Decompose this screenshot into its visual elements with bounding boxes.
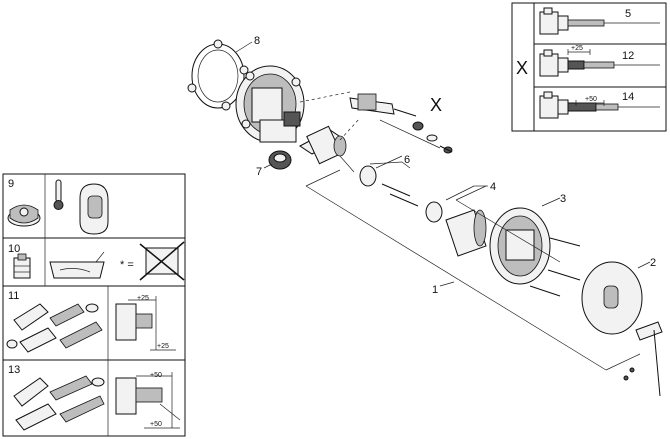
handle-cover-part (79, 183, 109, 235)
callout-1: 1 (432, 284, 438, 296)
part-x-spindle (349, 93, 453, 154)
variant-number-12: 12 (622, 50, 634, 62)
x-variants-label: X (516, 58, 528, 78)
cartridge-extension-14 (539, 91, 660, 119)
thermometer-icon (53, 179, 64, 210)
mixer-body (235, 65, 305, 143)
spare-parts-panel: 9 10 * = (2, 173, 186, 437)
dim-13-bottom: +50 (150, 421, 162, 428)
dim-11-bottom: +25 (157, 343, 169, 350)
callout-4: 4 (490, 181, 496, 193)
cartridge-small-part (13, 253, 31, 279)
bathtub-icon (49, 251, 105, 279)
part-7-nut (268, 150, 292, 170)
callout-7: 7 (256, 166, 262, 178)
spare-number-10: 10 (8, 243, 20, 255)
spare-number-9: 9 (8, 178, 14, 190)
callout-3: 3 (560, 193, 566, 205)
part-6-clip-screws (359, 165, 419, 207)
dim-13-top: +50 (150, 372, 162, 379)
cartridge-extension-5 (539, 7, 660, 35)
note-marker: * = (120, 259, 134, 271)
spare-number-11: 11 (8, 290, 19, 302)
extension-dim-13 (115, 372, 181, 429)
part-2-rosette-lever (581, 261, 663, 397)
thermostatic-cartridge (299, 125, 355, 173)
part-3-mounting-plate (489, 207, 581, 297)
extension-kit-11-parts (6, 303, 103, 353)
thermostat-knob-part (7, 204, 41, 227)
variant-dim-12: +25 (571, 45, 583, 52)
part-4-sleeve (425, 201, 487, 257)
x-variants-box: X 5 +25 12 (511, 2, 667, 132)
callout-x: X (430, 95, 442, 115)
variant-number-14: 14 (622, 91, 634, 103)
not-included-icon (139, 241, 185, 281)
variant-dim-14: +50 (585, 96, 597, 103)
extension-dim-11 (115, 296, 176, 351)
extension-kit-13-parts (13, 375, 105, 431)
callout-6: 6 (404, 154, 410, 166)
part-1-leader (305, 169, 641, 371)
part-8-seal-ring (187, 39, 249, 111)
spare-number-13: 13 (8, 364, 20, 376)
callout-2: 2 (650, 257, 656, 269)
dim-11-top: +25 (137, 295, 149, 302)
cartridge-extension-12 (539, 49, 660, 77)
callout-8: 8 (254, 35, 260, 47)
variant-number-5: 5 (625, 8, 631, 20)
